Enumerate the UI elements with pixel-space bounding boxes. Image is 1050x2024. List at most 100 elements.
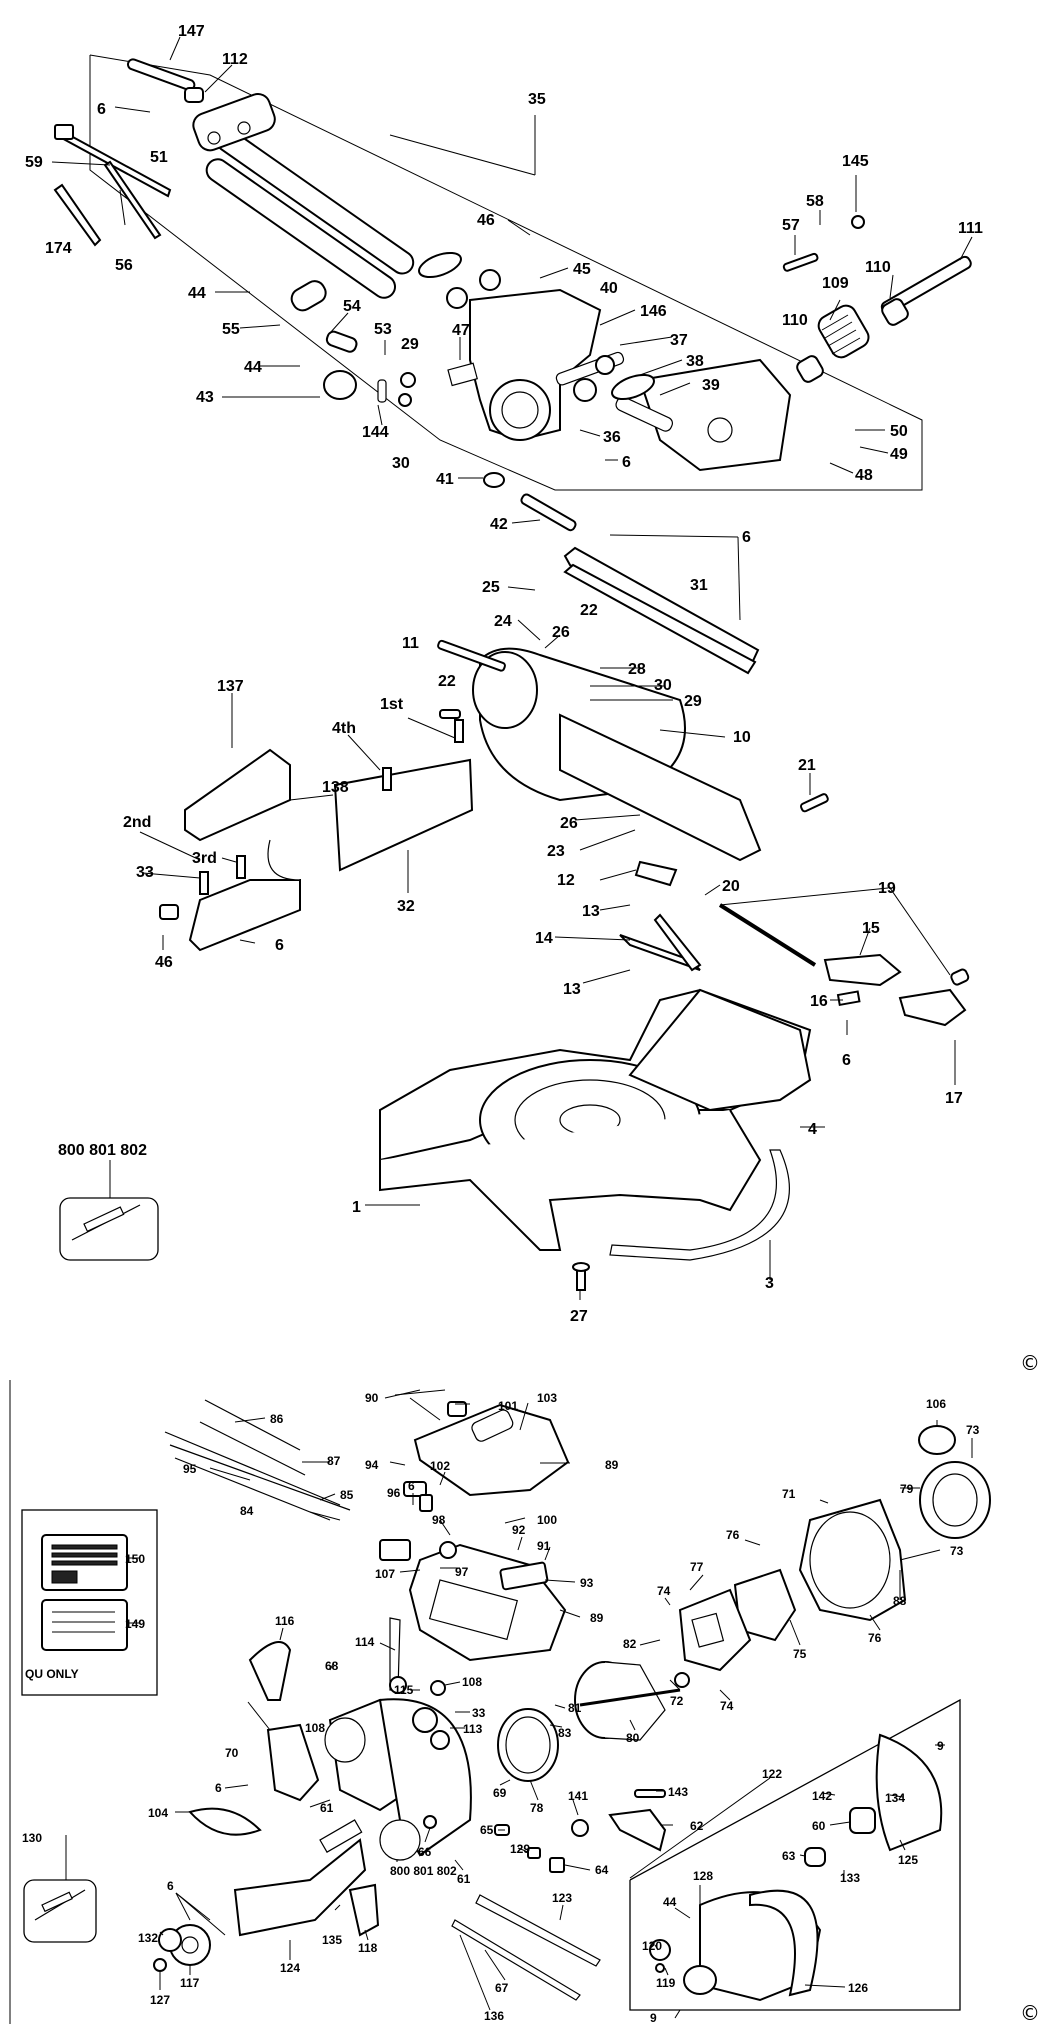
callout: 56	[115, 257, 133, 274]
callout: 89	[590, 1611, 604, 1625]
qu-only-box	[21, 1509, 158, 1696]
callout: 3	[765, 1275, 774, 1292]
hex-keys	[53, 124, 172, 247]
callout: 6	[842, 1052, 851, 1069]
copyright-top: ©	[1020, 1351, 1040, 1375]
callout: 65	[480, 1823, 494, 1837]
callout: 42	[490, 516, 508, 533]
arm-housing	[469, 288, 792, 472]
brush-and-stator	[678, 1568, 797, 1672]
callout: 6	[275, 937, 284, 954]
callout: 6	[97, 101, 106, 118]
callout: 43	[196, 389, 214, 406]
callout: 135	[322, 1933, 342, 1947]
handle-housing	[408, 1403, 570, 1662]
cable-box-top	[59, 1197, 159, 1261]
callout: 149	[125, 1617, 145, 1631]
callout: 41	[436, 471, 454, 488]
callout: 132	[138, 1931, 158, 1945]
callout: 88	[893, 1594, 907, 1608]
slide-rail	[563, 546, 760, 675]
callout: 76	[726, 1528, 740, 1542]
small-parts-41-42	[447, 362, 577, 532]
callout: 76	[868, 1631, 882, 1645]
callout: 104	[148, 1806, 168, 1820]
callout: 1	[352, 1199, 361, 1216]
callout: 141	[568, 1789, 588, 1803]
bottom-callout-labels: 90 101 103 86 106 73 94 102 89 87 95 85 …	[22, 1391, 980, 2024]
callout: 91	[537, 1539, 551, 1553]
washer-120	[158, 1928, 182, 1952]
switch-parts	[379, 1401, 549, 1591]
motor-housing	[798, 1425, 991, 1622]
callout: QU ONLY	[25, 1667, 79, 1681]
callout: 6	[742, 529, 751, 546]
callout: 30	[392, 455, 410, 472]
callout: 31	[690, 577, 708, 594]
callout: 23	[547, 843, 565, 860]
callout: 1st	[380, 696, 404, 713]
callout: 73	[966, 1423, 980, 1437]
callout: 55	[222, 321, 240, 338]
callout: 108	[305, 1721, 325, 1735]
callout: 13	[563, 981, 581, 998]
washers	[418, 251, 655, 402]
callout: 58	[806, 193, 824, 210]
callout: 78	[530, 1801, 544, 1815]
callout: 29	[401, 336, 419, 353]
callout: 40	[600, 280, 618, 297]
callout: 122	[762, 1767, 782, 1781]
cover-116	[248, 1641, 292, 1701]
callout: 67	[495, 1981, 509, 1995]
copyright-bottom: ©	[1020, 2001, 1040, 2024]
mitre-scale	[609, 1149, 790, 1261]
cover-104	[188, 1807, 262, 1836]
callout: 59	[25, 154, 43, 171]
rail-end-bracket	[192, 93, 276, 152]
callout: 125	[898, 1853, 918, 1867]
callout: 24	[494, 613, 512, 630]
callout: 45	[573, 261, 591, 278]
callout: 150	[125, 1552, 145, 1566]
callout: 134	[885, 1791, 905, 1805]
callout: 80	[626, 1731, 640, 1745]
callout: 13	[582, 903, 600, 920]
callout: 800 801 802	[58, 1142, 147, 1159]
callout: 6	[622, 454, 631, 471]
bolt-1st	[454, 719, 464, 743]
callout: 92	[512, 1523, 526, 1537]
callout: 133	[840, 1871, 860, 1885]
callout: 128	[693, 1869, 713, 1883]
callout: 79	[900, 1482, 914, 1496]
callout: 101	[498, 1399, 518, 1413]
callout: 81	[568, 1701, 582, 1715]
callout: 35	[528, 91, 546, 108]
callout: 9	[937, 1739, 944, 1753]
callout: 61	[457, 1872, 471, 1886]
base	[379, 988, 812, 1251]
callout: 114	[355, 1635, 375, 1649]
arm-assembly-outline	[89, 54, 923, 491]
callout: 113	[463, 1722, 483, 1736]
callout: 75	[793, 1647, 807, 1661]
callout: 108	[462, 1675, 482, 1689]
callout: 143	[668, 1785, 688, 1799]
callout: 48	[855, 467, 873, 484]
callout: 29	[684, 693, 702, 710]
callout: 19	[878, 880, 896, 897]
callout: 89	[605, 1458, 619, 1472]
callout: 85	[340, 1488, 354, 1502]
callout: 109	[822, 275, 849, 292]
callout: 97	[455, 1565, 469, 1579]
strap-135	[475, 1894, 601, 1967]
callout: 144	[362, 424, 389, 441]
callout: 50	[890, 423, 908, 440]
callout: 110	[865, 259, 891, 276]
callout: 32	[397, 898, 415, 915]
callout: 17	[945, 1090, 963, 1107]
bolt-143	[634, 1789, 666, 1798]
callout: 106	[926, 1397, 946, 1411]
callout: 100	[537, 1513, 557, 1527]
callout: 138	[322, 779, 349, 796]
